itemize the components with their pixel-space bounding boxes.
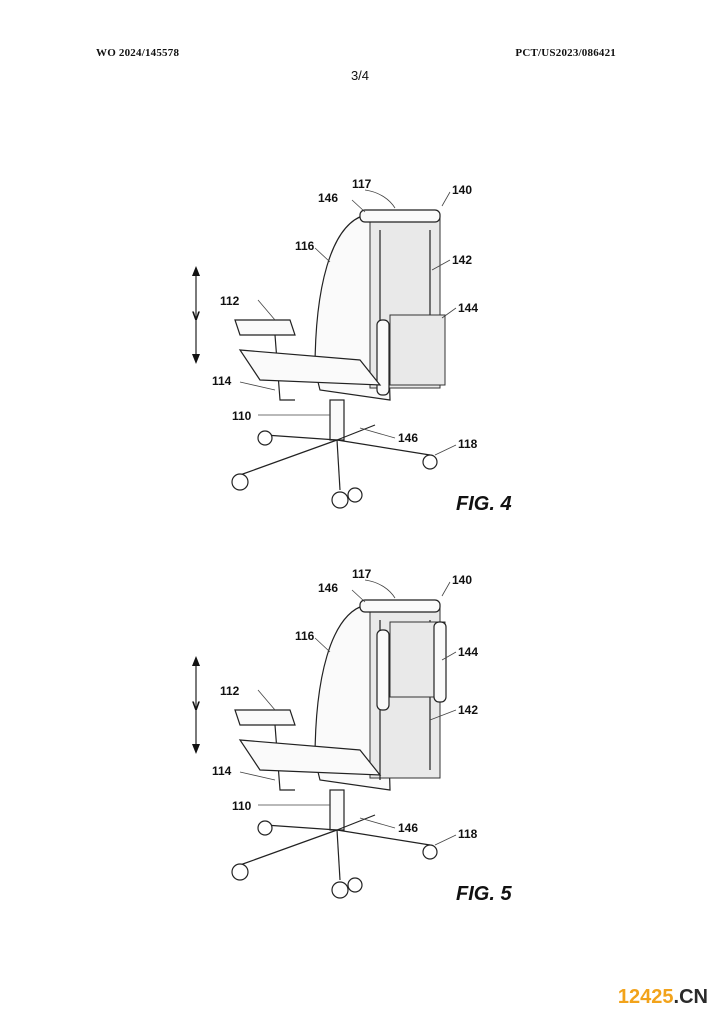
- page-number: 3/4: [350, 68, 370, 83]
- ref-116: 116: [295, 239, 315, 253]
- ref-117: 117: [352, 567, 372, 581]
- ref-140: 140: [452, 573, 472, 587]
- ref-144: 144: [458, 301, 478, 315]
- watermark-number: 12425: [617, 986, 674, 1008]
- publication-number: WO 2024/145578: [96, 47, 180, 59]
- ref-142: 142: [452, 253, 472, 267]
- figure-5: 117 146 140 116 144 142 112 V 114 110 14…: [180, 560, 520, 920]
- chair-drawing-fig5: 117 146 140 116 144 142 112 V 114 110 14…: [192, 567, 512, 905]
- figure-label-4: FIG. 4: [456, 493, 512, 515]
- ref-118: 118: [458, 827, 478, 841]
- ref-114: 114: [212, 764, 232, 778]
- ref-116: 116: [295, 629, 315, 643]
- ref-142: 142: [458, 703, 478, 717]
- label-v: V: [192, 309, 200, 323]
- chair-drawing-fig4: 117 146 140 116 142 144 112 V 114 110 14…: [192, 177, 512, 515]
- watermark-domain: .CN: [673, 986, 708, 1008]
- ref-110: 110: [232, 799, 252, 813]
- figure-4: 117 146 140 116 142 144 112 V 114 110 14…: [180, 170, 520, 530]
- ref-110: 110: [232, 409, 252, 423]
- watermark: 12425.CN: [618, 986, 708, 1009]
- label-v: V: [192, 699, 200, 713]
- ref-118: 118: [458, 437, 478, 451]
- ref-146-top: 146: [318, 581, 338, 595]
- ref-140: 140: [452, 183, 472, 197]
- ref-146-top: 146: [318, 191, 338, 205]
- ref-112: 112: [220, 294, 240, 308]
- ref-112: 112: [220, 684, 240, 698]
- vertical-arrow-icon: [192, 656, 200, 754]
- ref-144: 144: [458, 645, 478, 659]
- vertical-arrow-icon: [192, 266, 200, 364]
- ref-146-bottom: 146: [398, 821, 418, 835]
- application-number: PCT/US2023/086421: [515, 47, 616, 59]
- ref-146-bottom: 146: [398, 431, 418, 445]
- figure-label-5: FIG. 5: [456, 883, 512, 905]
- ref-117: 117: [352, 177, 372, 191]
- ref-114: 114: [212, 374, 232, 388]
